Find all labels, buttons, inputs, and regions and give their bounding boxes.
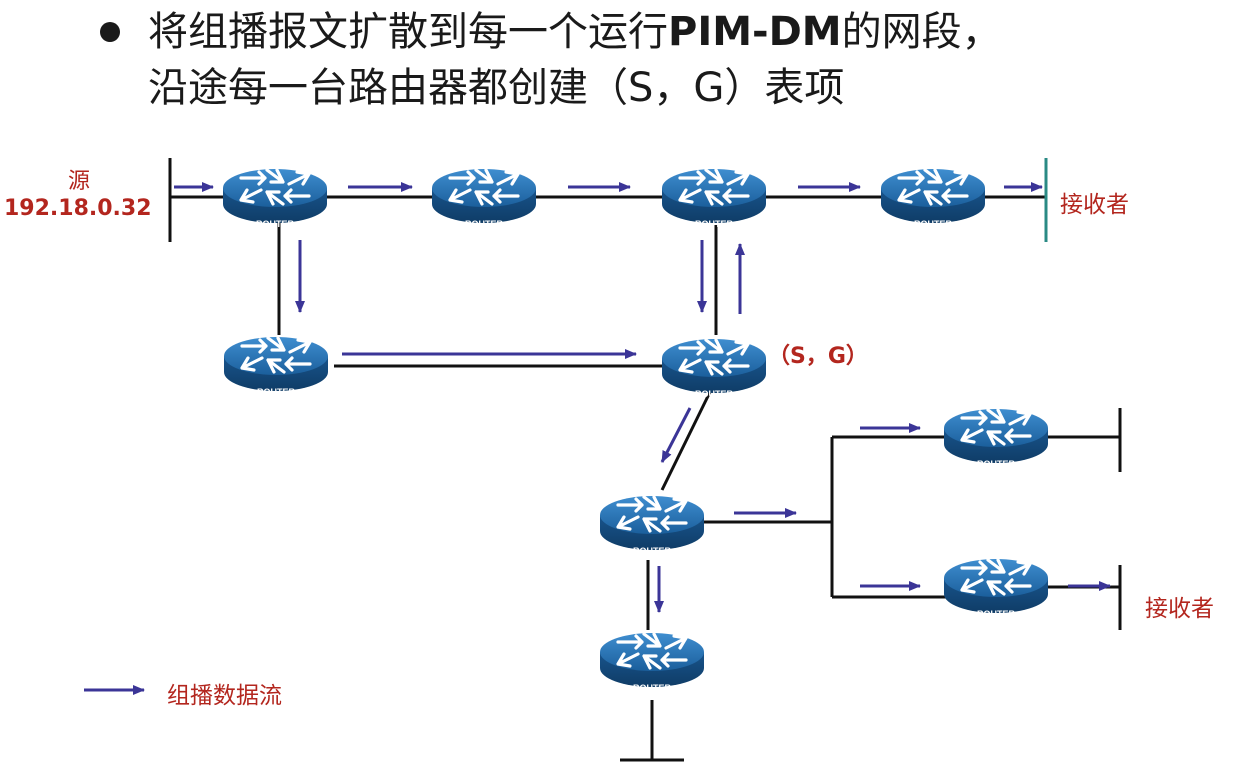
svg-text:ROUTER: ROUTER (465, 219, 504, 229)
router-icon: ROUTER (598, 494, 706, 556)
flow-arrow (660, 407, 692, 463)
source-ip: 192.18.0.32 (4, 196, 152, 221)
svg-text:ROUTER: ROUTER (977, 459, 1016, 469)
svg-text:ROUTER: ROUTER (256, 219, 295, 229)
multicast-flow-arrows (84, 182, 1111, 695)
router-icon-sg: ROUTER (660, 337, 768, 399)
svg-text:ROUTER: ROUTER (914, 219, 953, 229)
title-line-2: 沿途每一台路由器都创建（S，G）表项 (148, 65, 845, 111)
svg-text:ROUTER: ROUTER (633, 546, 672, 556)
sg-label: （S，G） (768, 344, 868, 369)
bullet-icon (100, 22, 120, 42)
router-icon: ROUTER (660, 167, 768, 229)
router-icon: ROUTER (879, 167, 987, 229)
router-icon: ROUTER (942, 407, 1050, 469)
receiver-label-bottom: 接收者 (1145, 596, 1214, 622)
source-label: 源 (68, 169, 91, 194)
router-icon: ROUTER (598, 631, 706, 693)
router-icon: ROUTER (942, 557, 1050, 619)
receiver-label-top: 接收者 (1060, 192, 1129, 218)
title-line-1: 将组播报文扩散到每一个运行PIM-DM的网段， (148, 9, 1002, 55)
router-icon: ROUTER (222, 335, 330, 397)
router-icon: ROUTER (221, 167, 329, 229)
legend-label: 组播数据流 (167, 683, 282, 709)
router-icon: ROUTER (430, 167, 538, 229)
svg-text:ROUTER: ROUTER (695, 389, 734, 399)
svg-text:ROUTER: ROUTER (633, 683, 672, 693)
svg-text:ROUTER: ROUTER (257, 387, 296, 397)
svg-text:ROUTER: ROUTER (695, 219, 734, 229)
svg-text:ROUTER: ROUTER (977, 609, 1016, 619)
